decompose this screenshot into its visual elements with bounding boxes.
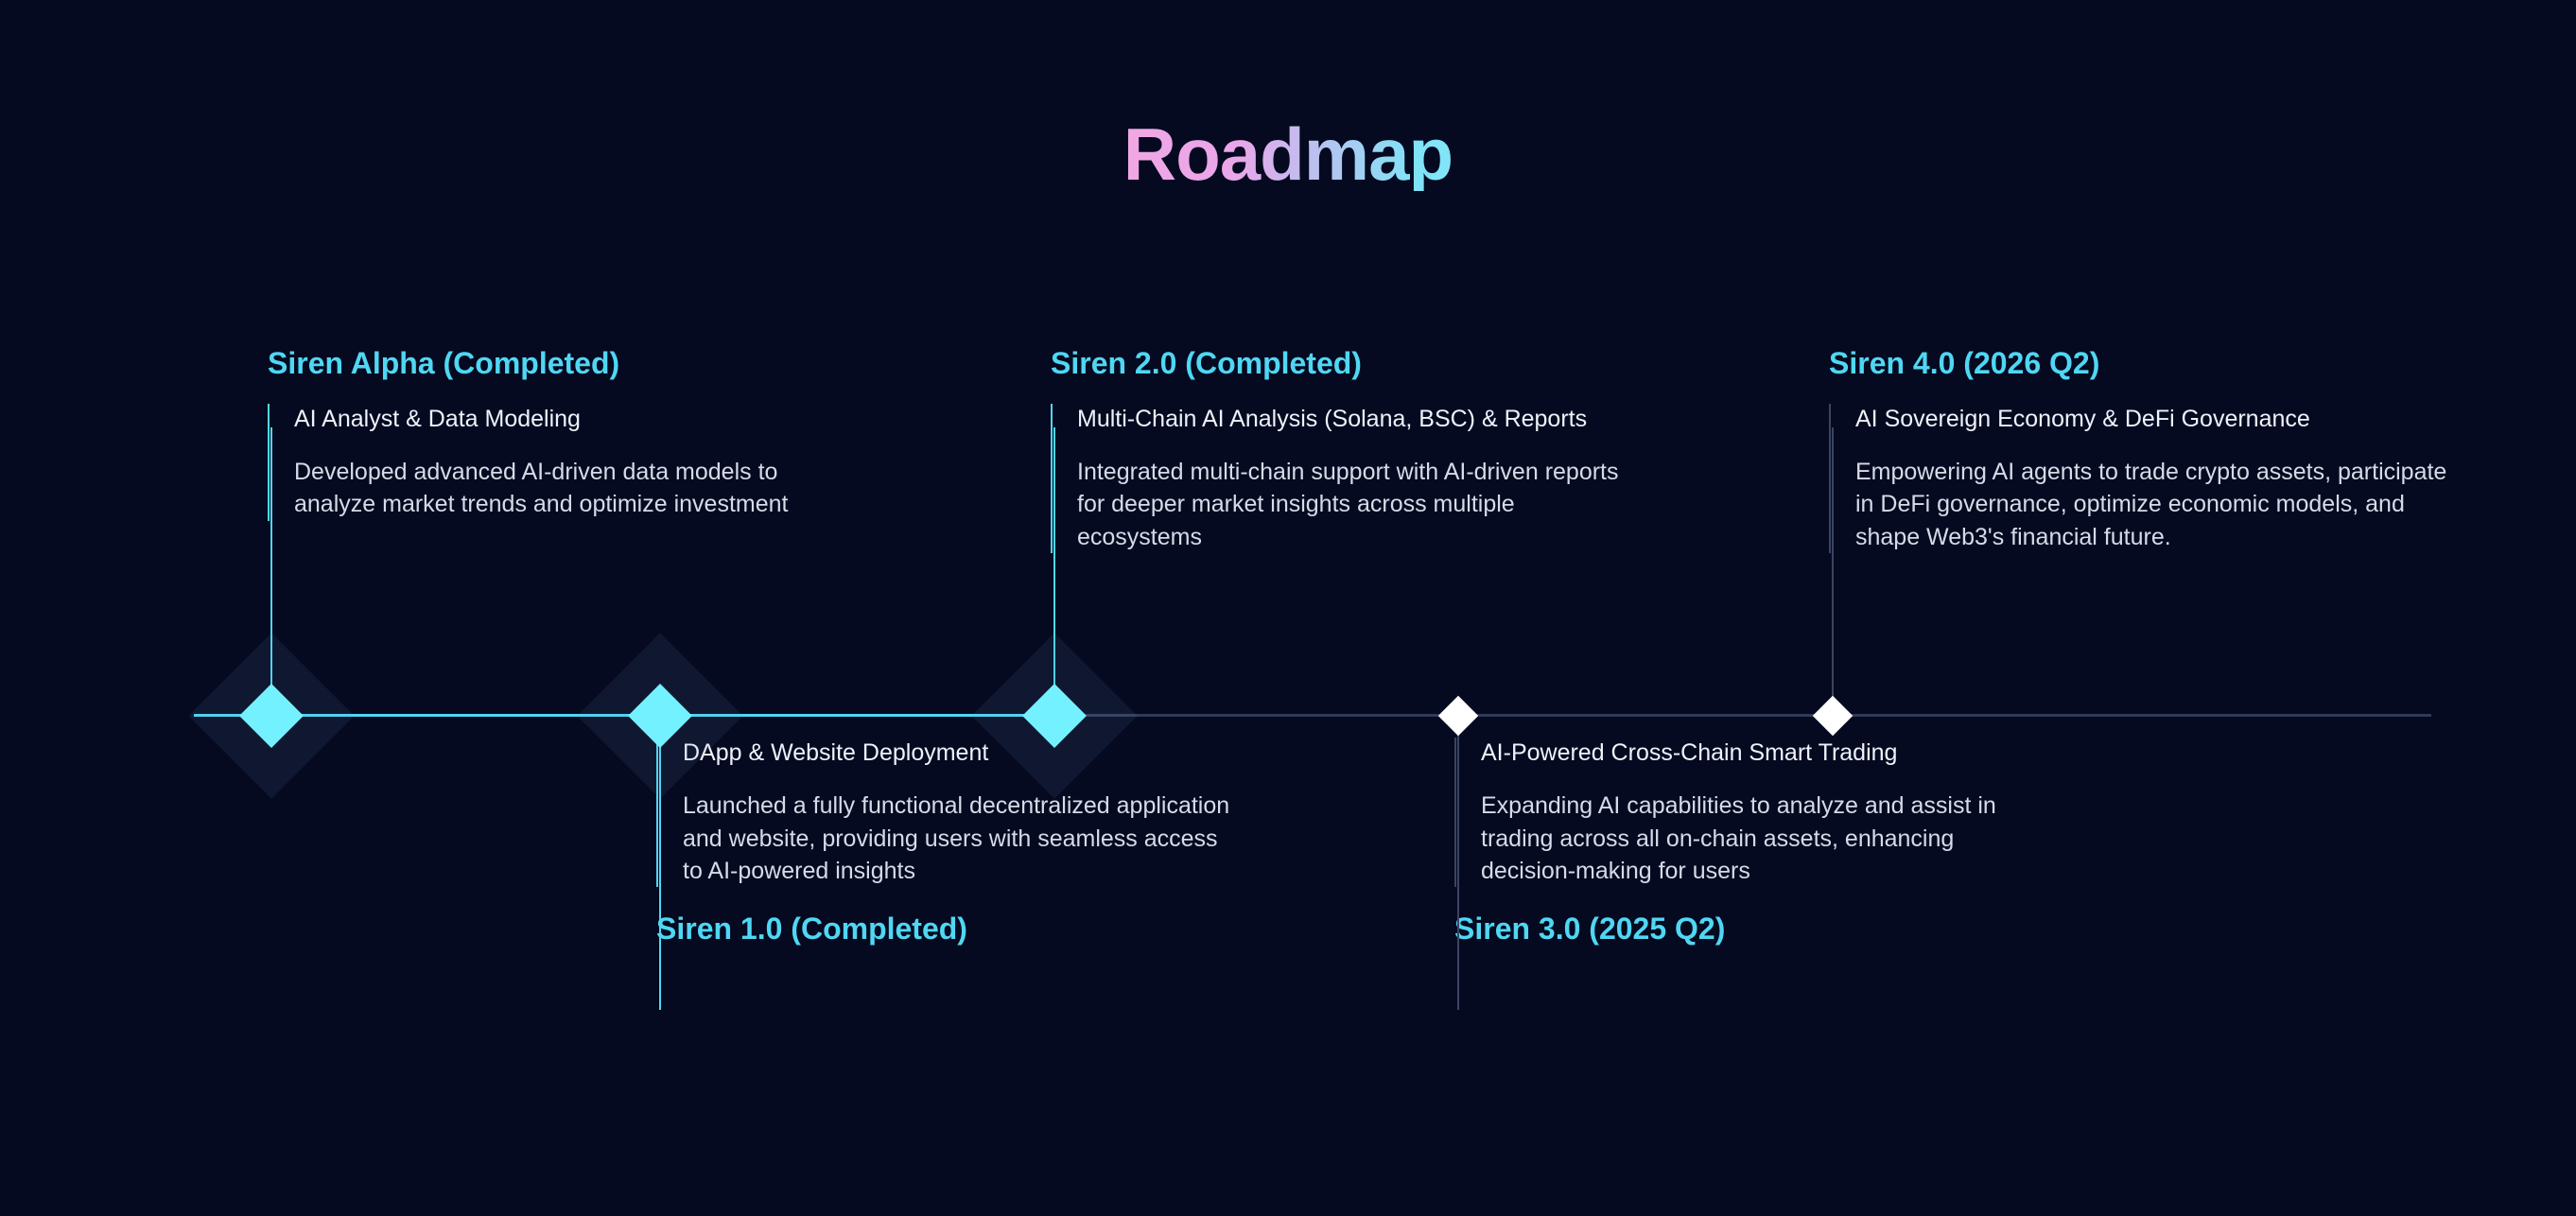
milestone-subtitle: AI-Powered Cross-Chain Smart Trading: [1481, 739, 1898, 766]
milestone-siren-4-0: Siren 4.0 (2026 Q2) AI Sovereign Economy…: [1829, 346, 2453, 553]
page-title: Roadmap: [0, 117, 2576, 191]
milestone-siren-2-0: Siren 2.0 (Completed) Multi-Chain AI Ana…: [1051, 346, 1637, 553]
milestone-body: Multi-Chain AI Analysis (Solana, BSC) & …: [1051, 403, 1637, 553]
milestone-heading: Siren 3.0 (2025 Q2): [1454, 912, 1726, 946]
milestone-description: Launched a fully functional decentralize…: [683, 792, 1230, 884]
milestone-connector-siren-3-0: [1457, 728, 1459, 1010]
milestone-body: AI Sovereign Economy & DeFi Governance E…: [1829, 403, 2453, 553]
milestone-subtitle: AI Sovereign Economy & DeFi Governance: [1855, 405, 2310, 432]
milestone-description: Integrated multi-chain support with AI-d…: [1077, 459, 1619, 550]
milestone-heading: Siren 1.0 (Completed): [656, 912, 967, 946]
milestone-description: Developed advanced AI-driven data models…: [294, 459, 789, 518]
milestone-description: Empowering AI agents to trade crypto ass…: [1855, 459, 2447, 550]
milestone-subtitle: Multi-Chain AI Analysis (Solana, BSC) & …: [1077, 405, 1588, 432]
milestone-body: AI-Powered Cross-Chain Smart Trading Exp…: [1454, 738, 2041, 887]
timeline-axis: [194, 714, 2431, 717]
timeline-axis-upcoming: [1056, 714, 2431, 717]
milestone-siren-alpha: Siren Alpha (Completed) AI Analyst & Dat…: [268, 346, 854, 521]
milestone-description: Expanding AI capabilities to analyze and…: [1481, 792, 1996, 884]
milestone-siren-3-0: AI-Powered Cross-Chain Smart Trading Exp…: [1454, 738, 2041, 947]
milestone-heading: Siren 4.0 (2026 Q2): [1829, 346, 2100, 380]
milestone-body: DApp & Website Deployment Launched a ful…: [656, 738, 1243, 887]
milestone-connector-siren-4-0: [1832, 427, 1834, 704]
milestone-connector-siren-alpha: [270, 427, 272, 695]
diamond-icon: [1437, 695, 1479, 737]
diamond-icon: [1812, 695, 1854, 737]
milestone-connector-siren-2-0: [1053, 427, 1055, 695]
milestone-siren-1-0: DApp & Website Deployment Launched a ful…: [656, 738, 1243, 947]
milestone-heading: Siren 2.0 (Completed): [1051, 346, 1362, 380]
milestone-connector-siren-1-0: [659, 736, 661, 1010]
milestone-body: AI Analyst & Data Modeling Developed adv…: [268, 403, 854, 521]
milestone-heading: Siren Alpha (Completed): [268, 346, 620, 380]
milestone-subtitle: DApp & Website Deployment: [683, 739, 989, 766]
timeline-axis-completed: [194, 714, 1056, 717]
milestone-subtitle: AI Analyst & Data Modeling: [294, 405, 581, 432]
